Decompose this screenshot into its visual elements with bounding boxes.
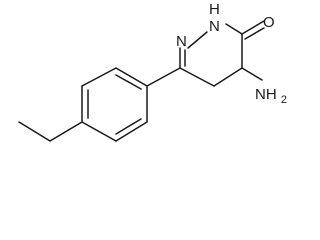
atom-label-oxygen: O <box>263 14 275 31</box>
bond-ph4-ch2 <box>49 121 83 142</box>
atom-label-amine-nh: NH <box>255 86 277 103</box>
atom-label-nh-h: H <box>209 1 220 18</box>
bond-ph5-ph6-inner <box>115 118 142 135</box>
bond-n1-n2 <box>187 31 208 49</box>
benzene-ring <box>81 67 148 142</box>
bond-c3-o-double <box>244 27 265 40</box>
ethyl-group <box>18 121 83 142</box>
bond-ph2-ph3 <box>81 67 117 87</box>
bond-ch2-ch3 <box>18 121 51 142</box>
atom-label-nh-n: N <box>209 18 220 35</box>
bond-ph5-ph6 <box>115 121 148 142</box>
carbonyl-group <box>241 20 265 40</box>
bond-n2-c3 <box>225 23 243 35</box>
pyridazinone-ring <box>179 23 243 87</box>
bond-ph1-ph2-inner <box>115 74 142 90</box>
bond-c4-c5 <box>213 67 243 87</box>
atom-label-nitrogen: N <box>176 33 187 50</box>
bond-ph4-ph5 <box>81 121 117 142</box>
atom-label-amine-subscript: 2 <box>281 94 287 106</box>
bond-c4-amine <box>241 67 263 81</box>
chemical-structure-diagram: N H N O NH 2 <box>18 1 287 142</box>
bond-ph1-ph2 <box>115 67 148 87</box>
bond-c6-phenyl <box>146 67 181 87</box>
bond-c3-o <box>241 20 265 35</box>
atom-label-amine: NH 2 <box>255 86 287 106</box>
bond-c5-c6 <box>179 67 215 87</box>
